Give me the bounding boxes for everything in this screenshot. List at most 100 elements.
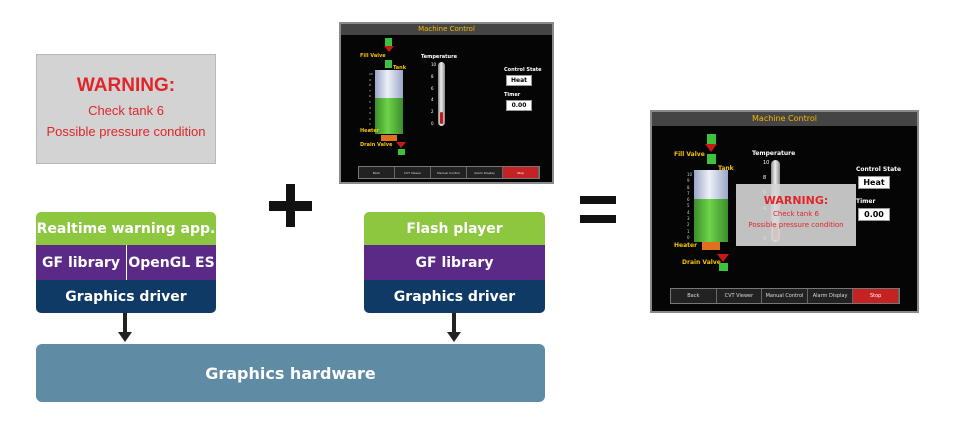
- control-state-label: Control State: [504, 67, 542, 73]
- right-arrow-head: [447, 332, 461, 342]
- scale-tick-label: 8: [369, 83, 371, 88]
- drain-valve-label-composite: Drain Valve: [682, 259, 721, 266]
- timer-label-composite: Timer: [856, 198, 876, 205]
- fill-valve-icon-composite: [705, 144, 717, 152]
- scale-tick-label: 8: [431, 73, 434, 79]
- tank-liquid: [375, 98, 403, 134]
- control-state-label-composite: Control State: [856, 166, 902, 173]
- tank-liquid-composite: [694, 199, 728, 242]
- scale-tick-label: 4: [369, 105, 371, 110]
- screen-title-composite: Machine Control: [652, 112, 917, 126]
- temperature-label-composite: Temperature: [752, 150, 796, 157]
- scale-tick-label: 9: [687, 178, 690, 184]
- equals-sign-top: [580, 196, 616, 204]
- tank-label: Tank: [393, 65, 407, 71]
- warning-line-2: Possible pressure condition: [46, 124, 206, 139]
- warning-title: WARNING:: [76, 75, 176, 96]
- scale-tick-label: 2: [369, 116, 371, 121]
- back-button-composite[interactable]: Back: [671, 289, 717, 303]
- fill-valve-label-composite: Fill Valve: [674, 151, 705, 158]
- scale-tick-label: 10: [369, 72, 373, 76]
- scale-tick-label: 5: [369, 99, 371, 104]
- tank-label-composite: Tank: [718, 165, 734, 172]
- alarm-display-button[interactable]: Alarm Display: [467, 167, 503, 178]
- scale-tick-label: 7: [687, 190, 690, 196]
- drain-pipe: [398, 149, 405, 155]
- warning-overlay: WARNING: Check tank 6 Possible pressure …: [736, 184, 856, 246]
- right-arrow-shaft: [452, 313, 456, 333]
- scale-tick-label: 9: [369, 77, 371, 82]
- control-state-value-composite: Heat: [858, 176, 890, 189]
- tank-small: [375, 70, 403, 134]
- fill-pipe: [385, 38, 392, 46]
- overlay-warning-line-1: Check tank 6: [773, 210, 819, 218]
- drain-valve-label: Drain Valve: [360, 142, 393, 148]
- equals-sign-bottom: [580, 215, 616, 223]
- right-graphics-driver-layer: Graphics driver: [364, 280, 545, 313]
- overlay-warning-title: WARNING:: [763, 194, 829, 207]
- warning-line-1: Check tank 6: [88, 103, 164, 118]
- tank-composite: [694, 170, 728, 242]
- scale-tick-label: 1: [369, 122, 371, 127]
- left-graphics-driver-layer: Graphics driver: [36, 280, 216, 313]
- left-arrow-shaft: [123, 313, 127, 333]
- opengl-es-layer: OpenGL ES: [127, 245, 216, 280]
- manual-control-button-composite[interactable]: Manual Control: [762, 289, 808, 303]
- scale-tick-label: 4: [431, 97, 434, 103]
- plus-sign-vertical: [286, 184, 295, 227]
- drain-valve-icon-composite: [717, 254, 729, 262]
- scale-tick-label: 1: [687, 228, 690, 234]
- alarm-display-button-composite[interactable]: Alarm Display: [808, 289, 854, 303]
- scale-tick-label: 8: [763, 175, 767, 182]
- scale-tick-label: 3: [369, 111, 371, 116]
- tank-top-pipe-composite: [707, 154, 716, 164]
- stop-button[interactable]: Stop: [503, 167, 539, 178]
- scale-tick-label: 6: [687, 197, 690, 203]
- realtime-warning-app-layer: Realtime warning app.: [36, 212, 216, 245]
- scale-tick-label: 2: [687, 222, 690, 228]
- heater-flame-icon-composite: [702, 242, 720, 250]
- scale-tick-label: 0: [369, 127, 371, 132]
- heater-label: Heater: [360, 128, 380, 134]
- scale-tick-label: 10: [687, 172, 693, 177]
- fill-valve-icon: [384, 46, 394, 52]
- fill-valve-label: Fill Valve: [360, 53, 386, 59]
- scale-tick-label: 10: [763, 160, 770, 166]
- left-arrow-head: [118, 332, 132, 342]
- graphics-hardware-layer: Graphics hardware: [36, 344, 545, 402]
- temperature-label: Temperature: [421, 54, 457, 60]
- scale-tick-label: 0: [687, 234, 690, 240]
- scale-tick-label: 7: [369, 88, 371, 93]
- left-gf-library-layer: GF library: [36, 245, 126, 280]
- timer-value: 0.00: [506, 100, 532, 111]
- timer-label: Timer: [504, 92, 521, 98]
- overlay-warning-line-2: Possible pressure condition: [748, 221, 844, 229]
- drain-valve-icon: [396, 142, 406, 148]
- thermometer-mercury: [440, 112, 443, 124]
- button-bar-composite: Back CVT Viewer Manual Control Alarm Dis…: [670, 288, 900, 304]
- scale-tick-label: 8: [687, 184, 690, 190]
- right-gf-library-layer: GF library: [364, 245, 545, 280]
- scale-tick-label: 2: [431, 109, 434, 115]
- back-button[interactable]: Back: [359, 167, 395, 178]
- tank-top-pipe: [385, 60, 392, 68]
- manual-control-button[interactable]: Manual Control: [431, 167, 467, 178]
- scale-tick-label: 4: [687, 209, 690, 215]
- stop-button-composite[interactable]: Stop: [853, 289, 899, 303]
- scale-tick-label: 6: [431, 85, 434, 91]
- control-state-value: Heat: [506, 75, 532, 86]
- scale-tick-label: 3: [687, 216, 690, 222]
- warning-panel: WARNING: Check tank 6 Possible pressure …: [36, 54, 216, 164]
- button-bar: Back CVT Viewer Manual Control Alarm Dis…: [358, 166, 540, 179]
- cvt-viewer-button[interactable]: CVT Viewer: [395, 167, 431, 178]
- drain-pipe-composite: [719, 263, 728, 271]
- cvt-viewer-button-composite[interactable]: CVT Viewer: [717, 289, 763, 303]
- scale-tick-label: 10: [431, 62, 437, 67]
- screen-title: Machine Control: [341, 24, 552, 35]
- scale-tick-label: 5: [687, 203, 690, 209]
